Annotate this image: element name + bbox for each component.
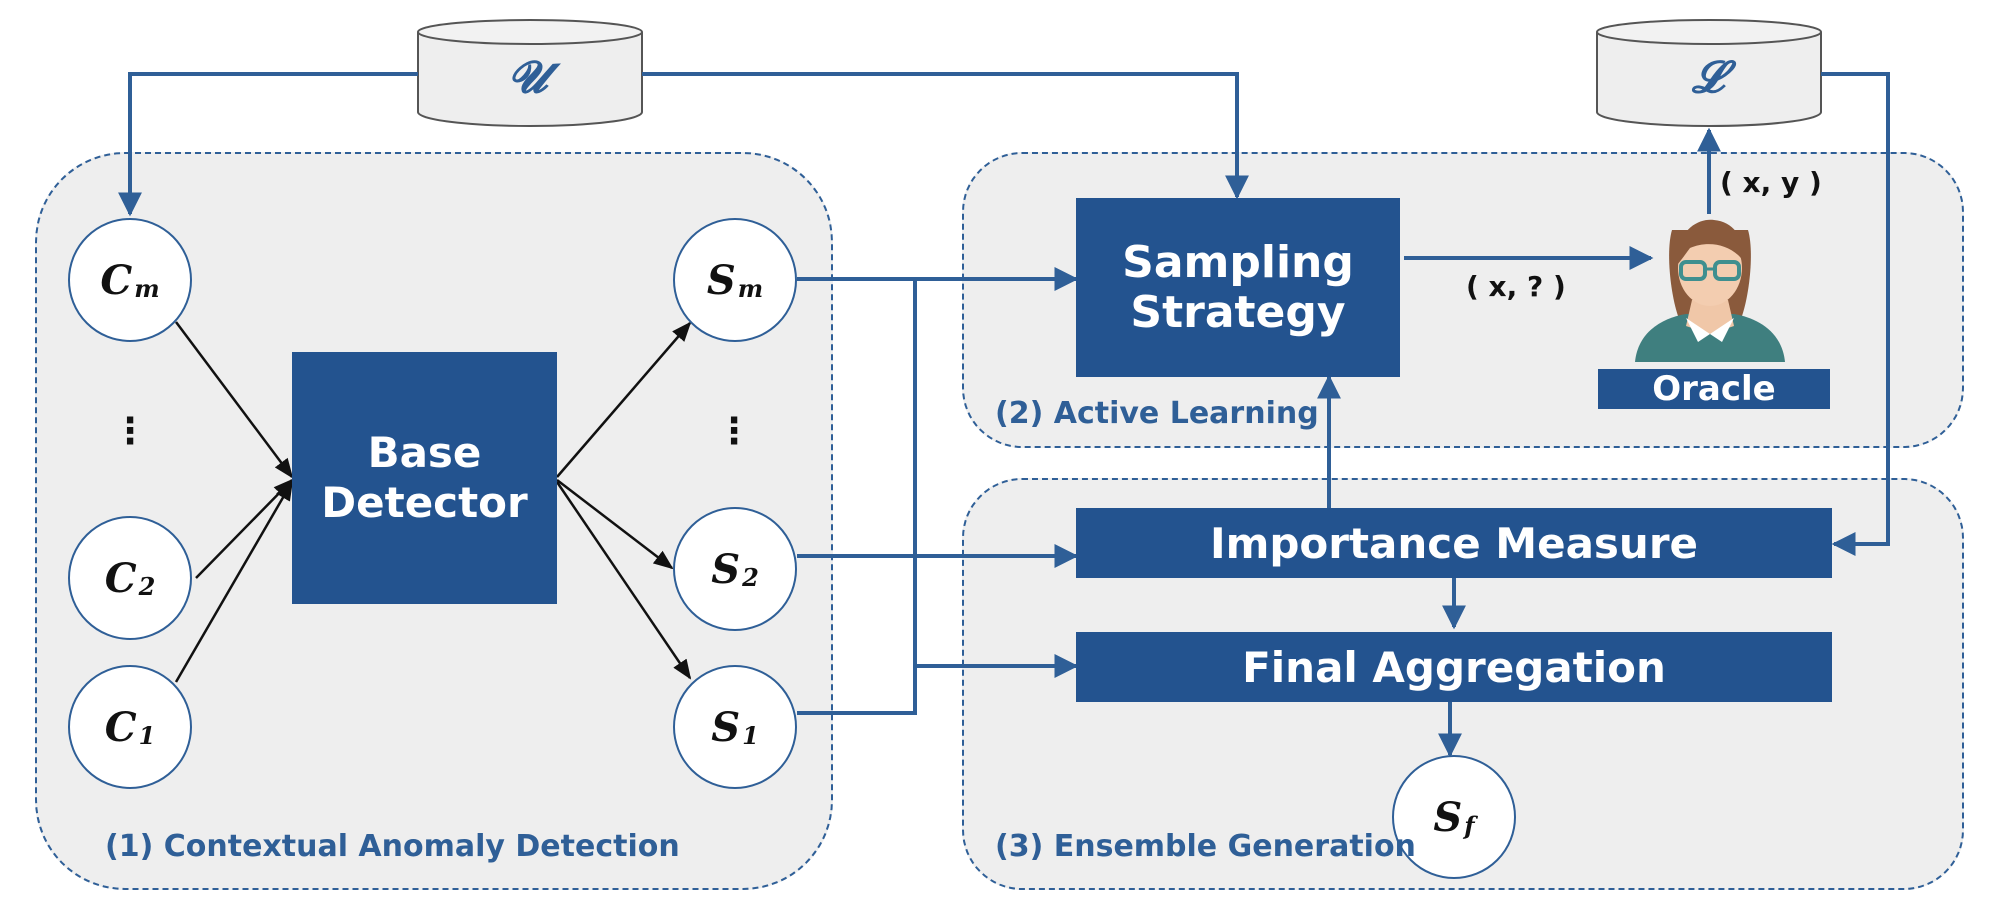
node-c-1-sub: 1 — [138, 720, 156, 750]
node-s-f-sub: f — [1464, 810, 1475, 840]
base-detector-box: Base Detector — [292, 352, 557, 604]
oracle-label: Oracle — [1598, 369, 1830, 409]
database-labeled-cylinder — [1596, 19, 1822, 127]
region-label-active-learning: (2) Active Learning — [995, 396, 1319, 431]
query-edge-label: ( x, ? ) — [1466, 270, 1566, 303]
node-s-1-sub: 1 — [742, 720, 759, 750]
node-s-2-base: S — [711, 545, 741, 593]
node-s-m-base: S — [706, 256, 736, 304]
answer-edge-label: ( x, y ) — [1720, 166, 1822, 199]
region-label-contextual: (1) Contextual Anomaly Detection — [105, 829, 680, 864]
region-label-ensemble: (3) Ensemble Generation — [995, 829, 1416, 864]
node-c-m-sub: m — [134, 273, 160, 303]
database-unlabeled-cylinder — [417, 19, 643, 127]
node-s-2-sub: 2 — [742, 562, 759, 592]
node-s-f-base: S — [1433, 793, 1463, 841]
node-s-m-sub: m — [737, 273, 764, 303]
left-ellipsis: ⋮ — [112, 411, 148, 452]
node-c-2-base: C — [104, 554, 137, 602]
sampling-strategy-line1: Sampling — [1122, 236, 1354, 288]
importance-measure-box: Importance Measure — [1076, 508, 1832, 578]
node-s-1-base: S — [711, 703, 741, 751]
right-ellipsis: ⋮ — [716, 411, 752, 452]
node-c-2-sub: 2 — [138, 571, 156, 601]
sampling-strategy-box: Sampling Strategy — [1076, 198, 1400, 377]
database-labeled-label: 𝓛 — [1692, 52, 1724, 103]
node-c-m-base: C — [100, 256, 133, 304]
final-aggregation-box: Final Aggregation — [1076, 632, 1832, 702]
database-unlabeled-label: 𝓤 — [508, 52, 547, 103]
base-detector-line2: Detector — [321, 478, 528, 527]
base-detector-line1: Base — [367, 428, 482, 477]
sampling-strategy-line2: Strategy — [1130, 286, 1346, 338]
oracle-person-icon — [1635, 219, 1785, 362]
node-c-1-base: C — [104, 703, 137, 751]
